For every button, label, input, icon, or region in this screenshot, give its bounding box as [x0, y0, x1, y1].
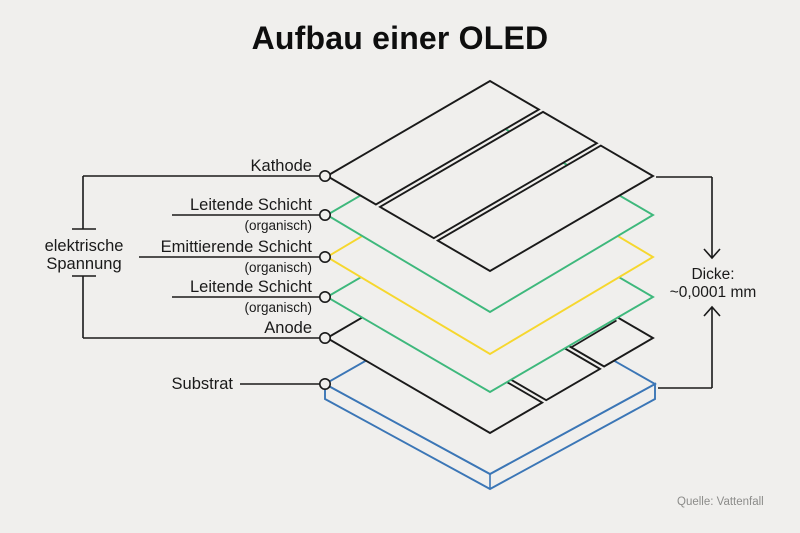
label-organisch-3: (organisch)	[244, 300, 312, 315]
label-leitende-schicht-2: Leitende Schicht	[189, 278, 312, 296]
page-title: Aufbau einer OLED	[251, 20, 549, 56]
thickness-arrows	[656, 176, 721, 389]
thickness-arrow-top	[656, 176, 721, 260]
label-kathode: Kathode	[250, 157, 312, 175]
thickness-arrow-bottom	[658, 305, 721, 389]
cathode-strip-1	[325, 79, 541, 206]
kathode-node	[318, 170, 331, 183]
cathode-layer	[325, 79, 655, 273]
label-connector-lines	[83, 175, 320, 385]
source-credit: Quelle: Vattenfall	[677, 496, 764, 508]
label-emittierende-schicht: Emittierende Schicht	[160, 238, 312, 256]
voltage-label-line1: elektrische	[44, 237, 124, 255]
voltage-bracket	[72, 176, 96, 338]
voltage-label-line2: Spannung	[46, 254, 122, 273]
voltage-label: elektrische Spannung	[9, 237, 159, 273]
cathode-strip-2	[378, 110, 599, 240]
leitende2-node	[318, 290, 331, 303]
connector-nodes	[318, 170, 331, 390]
voltage-bracket-upper	[72, 176, 96, 230]
thickness-label: Dicke: ~0,0001 mm	[633, 266, 793, 302]
anode-node	[318, 331, 331, 344]
anode-cut-edge	[570, 319, 617, 349]
label-organisch-1: (organisch)	[244, 218, 312, 233]
thickness-label-line2: ~0,0001 mm	[669, 284, 757, 301]
emittierende-node	[318, 251, 331, 264]
thickness-label-line1: Dicke:	[691, 266, 735, 283]
substrat-node	[318, 377, 331, 390]
voltage-bracket-lower	[72, 275, 96, 338]
label-organisch-2: (organisch)	[244, 260, 312, 275]
label-anode: Anode	[264, 319, 312, 337]
label-substrat: Substrat	[171, 375, 233, 393]
label-leitende-schicht-1: Leitende Schicht	[189, 196, 312, 214]
cathode-strip-3	[435, 144, 655, 273]
leitende1-node	[318, 209, 331, 222]
